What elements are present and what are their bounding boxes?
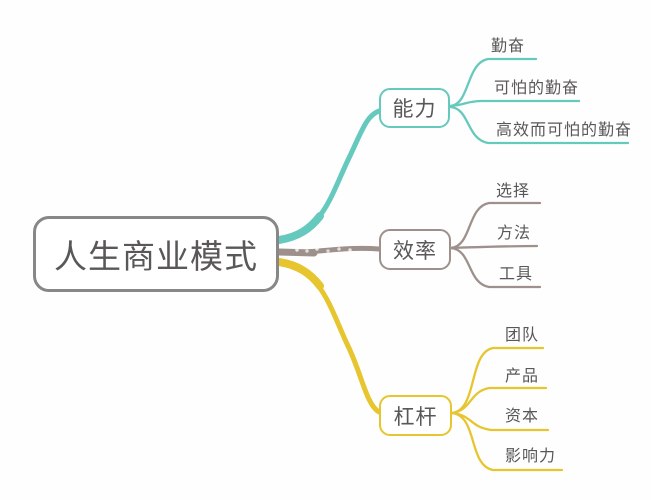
subtopic-method[interactable]: 方法 — [497, 225, 532, 242]
subtopic-choice[interactable]: 选择 — [496, 183, 531, 200]
branch-topic-efficiency[interactable]: 效率 — [379, 229, 451, 270]
root-topic[interactable]: 人生商业模式 — [33, 216, 279, 292]
subtopic-terrifying-diligence[interactable]: 可怕的勤奋 — [494, 80, 580, 97]
branch-topic-leverage[interactable]: 杠杆 — [379, 395, 452, 436]
branch-topic-leverage-label: 杠杆 — [393, 405, 438, 429]
subtopic-tools[interactable]: 工具 — [499, 266, 534, 283]
subtopic-team[interactable]: 团队 — [505, 327, 540, 344]
branch-topic-ability-label: 能力 — [392, 98, 437, 121]
branch-topic-efficiency-label: 效率 — [393, 239, 437, 263]
subtopic-lines-leverage — [450, 346, 564, 472]
branch-curve-efficiency — [275, 245, 382, 257]
subtopic-capital[interactable]: 资本 — [505, 408, 540, 425]
branch-curve-leverage — [275, 258, 382, 415]
subtopic-efficient-terrifying-diligence[interactable]: 高效而可怕的勤奋 — [496, 122, 633, 139]
subtopic-diligence[interactable]: 勤奋 — [491, 38, 526, 55]
subtopic-influence[interactable]: 影响力 — [505, 448, 557, 465]
subtopic-lines-efficiency — [449, 201, 542, 289]
root-topic-label: 人生商业模式 — [54, 238, 258, 275]
branch-curve-ability — [275, 108, 382, 244]
branch-topic-ability[interactable]: 能力 — [379, 88, 450, 128]
subtopic-product[interactable]: 产品 — [505, 368, 540, 385]
subtopic-lines-ability — [448, 57, 630, 145]
